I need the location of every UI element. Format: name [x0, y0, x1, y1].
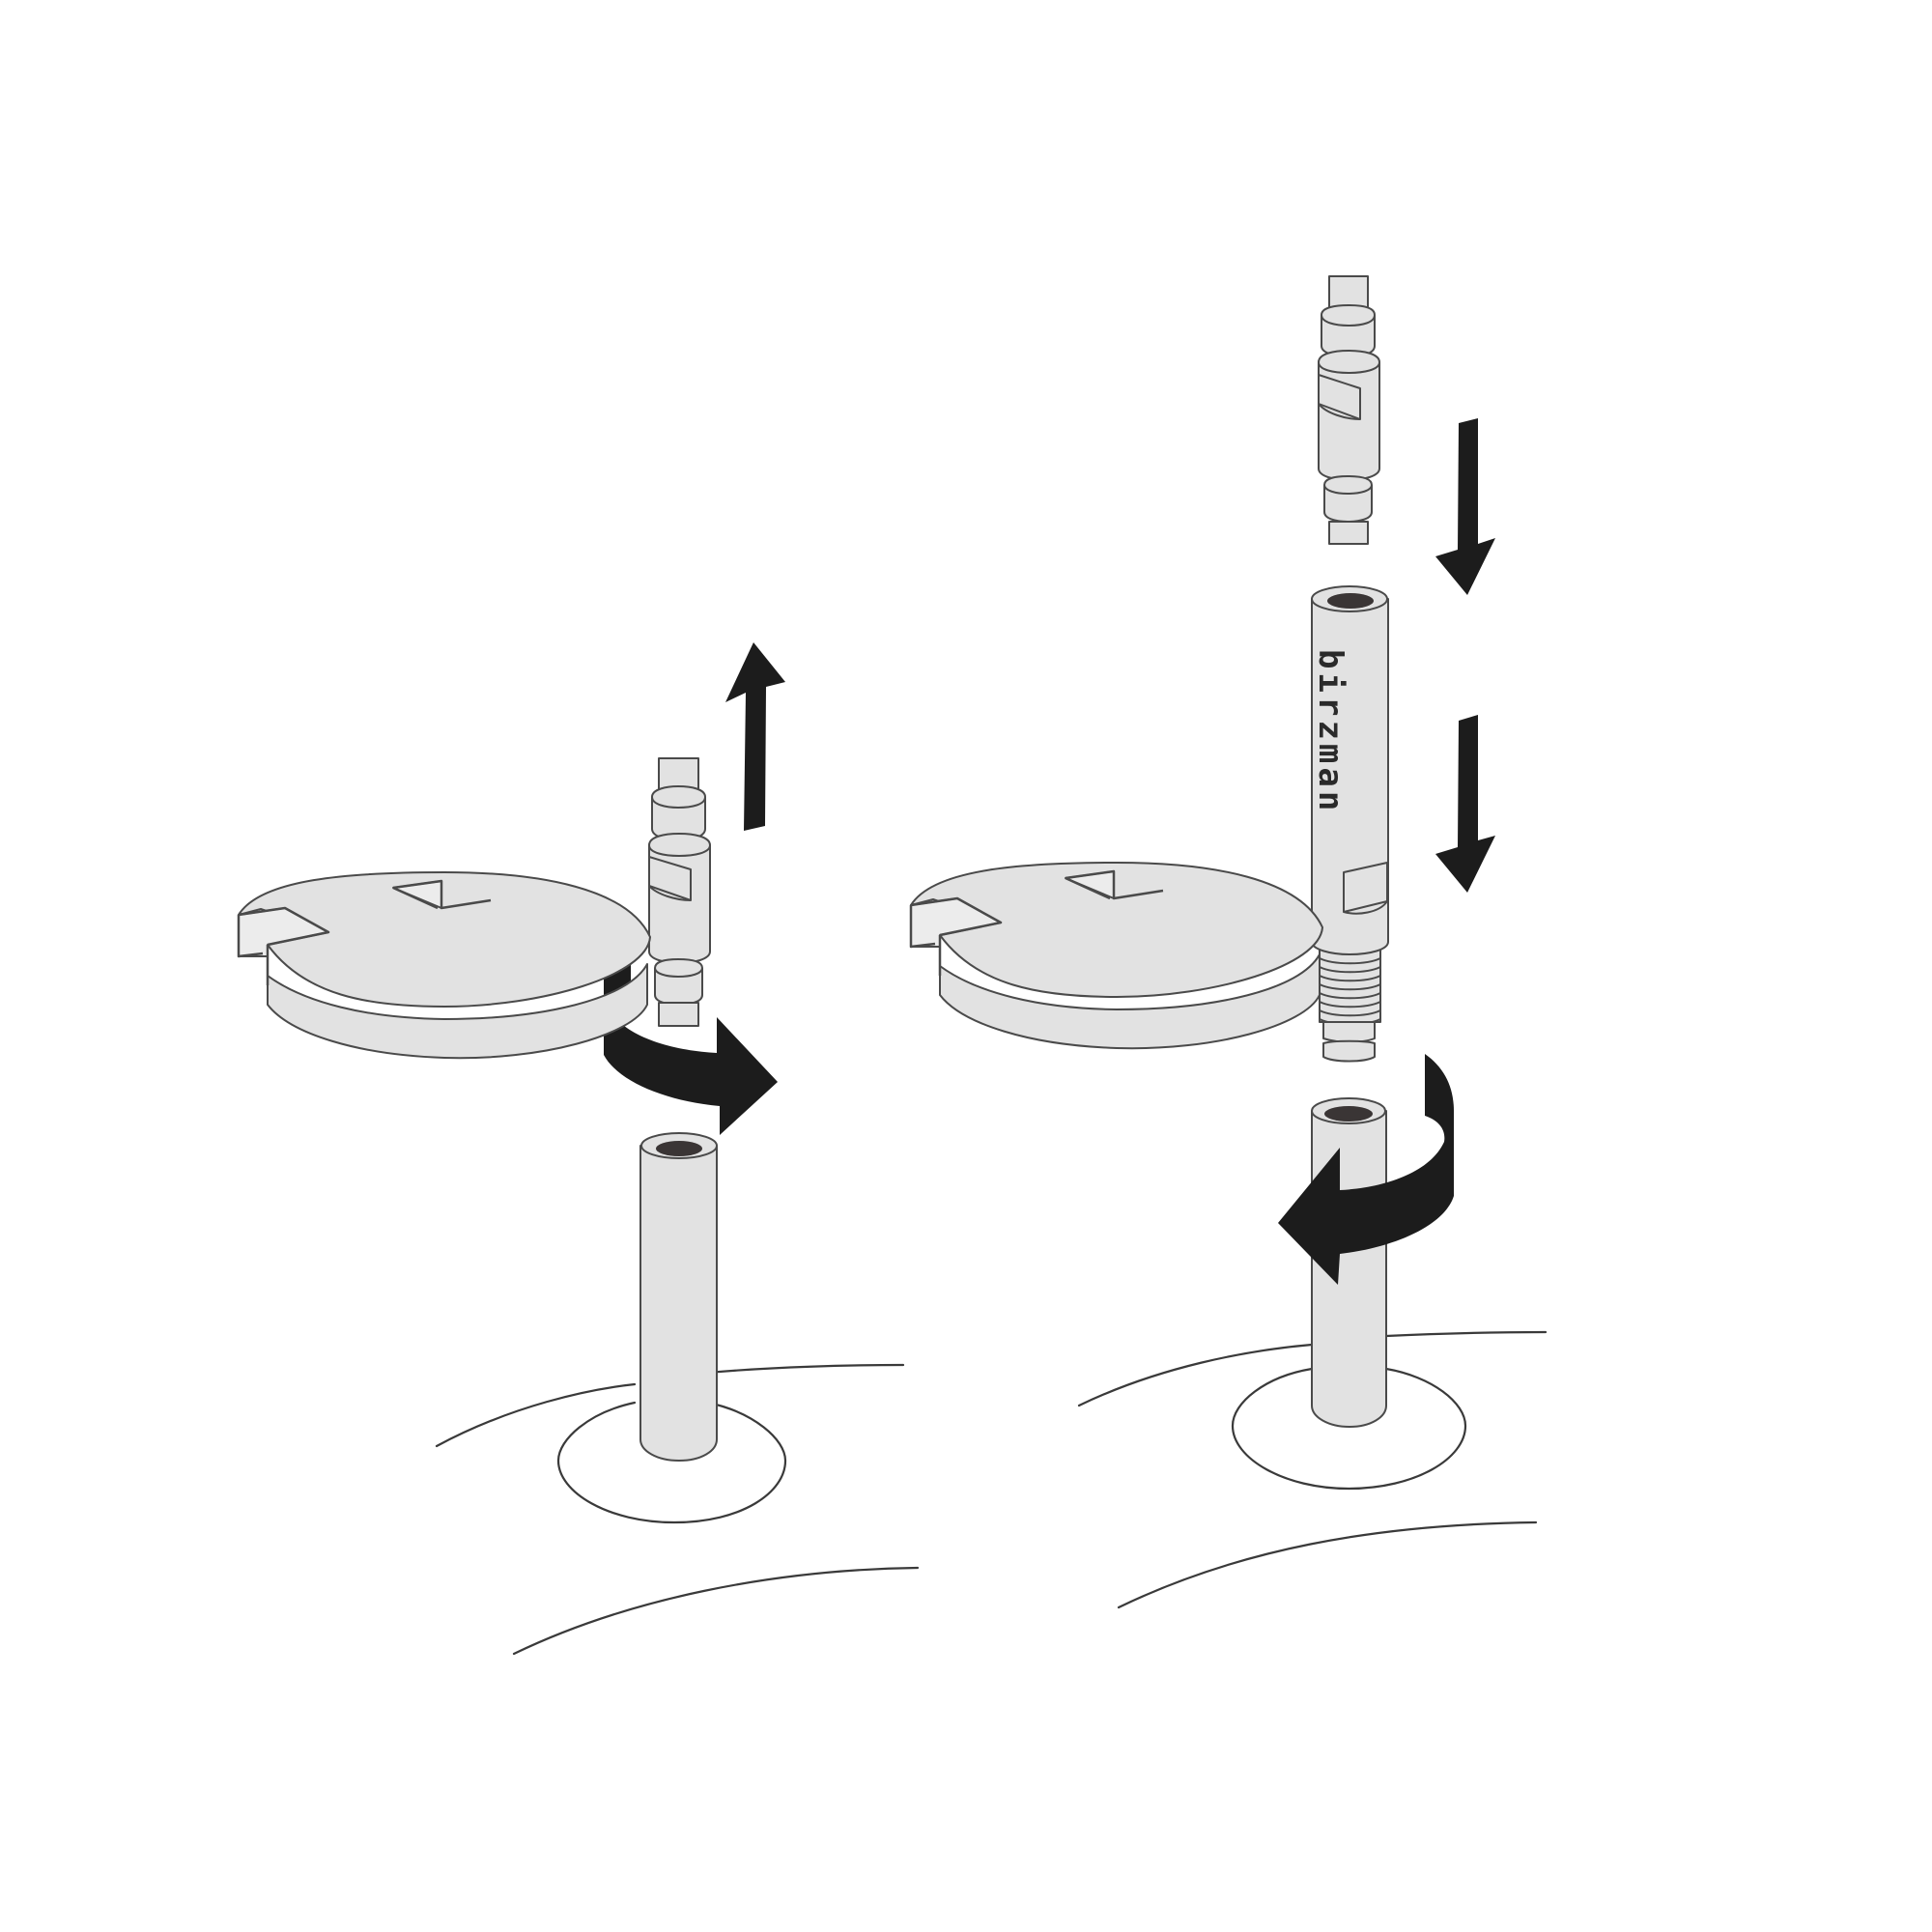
valve-extender: birzman: [1311, 585, 1389, 1063]
tire-outline-upper: [435, 1382, 637, 1448]
valve-core: [1318, 275, 1380, 545]
valve-core-tool-disc: [909, 861, 1324, 1050]
extender-logo: birzman: [1311, 649, 1350, 814]
tire-outline-lower: [512, 1566, 920, 1656]
rim-hole-ellipse: [1231, 1367, 1467, 1491]
tire-outline-upper-right: [706, 1363, 905, 1375]
extender-opening: [1327, 593, 1374, 609]
valve-core: [648, 757, 711, 1027]
arrow-down-icon: [1435, 715, 1495, 893]
tire-outline-upper: [1077, 1343, 1314, 1407]
presta-valve-stem: [639, 1145, 718, 1462]
rim-hole-ellipse: [556, 1401, 787, 1524]
tire-outline-lower: [1117, 1520, 1538, 1609]
arrow-up-icon: [725, 642, 785, 831]
stem-opening: [656, 1141, 702, 1156]
step-right-install-extender: birzman: [909, 275, 1548, 1609]
step-left-remove-core: [237, 642, 920, 1656]
curved-arrow-unscrew-icon: [604, 934, 778, 1135]
curved-arrow-screw-icon: [1278, 1054, 1454, 1285]
valve-core-tool-disc: [237, 870, 652, 1060]
stem-opening: [1324, 1106, 1373, 1122]
tire-outline-upper-right: [1384, 1330, 1548, 1338]
arrow-down-icon: [1435, 418, 1495, 595]
